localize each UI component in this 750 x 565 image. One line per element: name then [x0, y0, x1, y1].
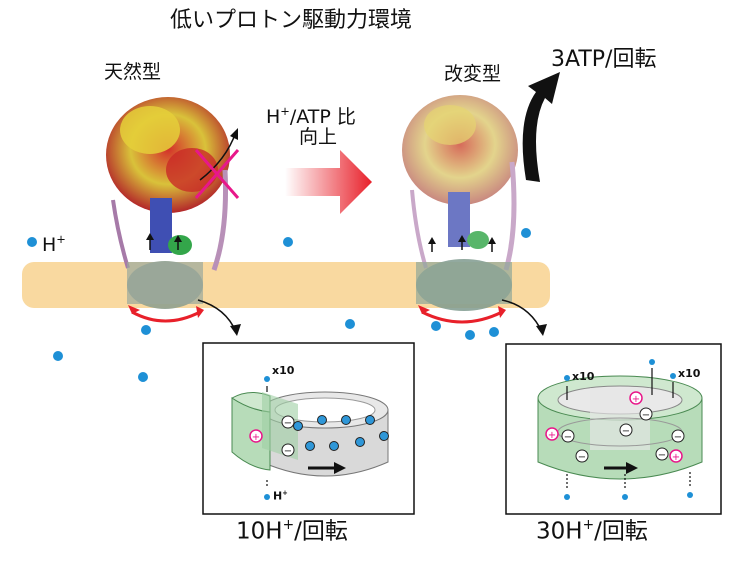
diagram-title: 低いプロトン駆動力環境: [170, 8, 413, 33]
wild-type-label: 天然型: [104, 61, 162, 83]
svg-text:−: −: [674, 432, 682, 443]
svg-text:+: +: [672, 452, 680, 463]
modified-atp-synthase: [402, 72, 560, 336]
rotation-label-right: 30H+/回転: [536, 517, 648, 545]
multiplier-right-b: x10: [678, 367, 701, 380]
ratio-label-line1: H+/ATP 比: [266, 104, 356, 128]
atp-per-rotation-label: 3ATP/回転: [551, 47, 657, 72]
svg-text:+: +: [252, 432, 260, 443]
cross-mark: [194, 149, 240, 199]
proton-dots: [27, 228, 531, 382]
svg-text:−: −: [578, 452, 586, 463]
svg-text:+: +: [548, 430, 556, 441]
svg-text:−: −: [658, 450, 666, 461]
svg-text:−: −: [564, 432, 572, 443]
inset-left: + − −: [202, 342, 415, 515]
multiplier-left: x10: [272, 364, 295, 377]
svg-text:−: −: [642, 410, 650, 421]
rotation-label-left: 10H+/回転: [236, 517, 348, 545]
svg-text:+: +: [632, 394, 640, 405]
svg-text:−: −: [622, 426, 630, 437]
improvement-arrow: [285, 150, 372, 214]
ratio-label-line2: 向上: [299, 126, 338, 148]
modified-label: 改変型: [444, 63, 502, 85]
svg-text:−: −: [284, 446, 292, 457]
wild-type-atp-synthase: [106, 97, 241, 336]
proton-label: H+: [42, 232, 66, 256]
svg-text:−: −: [284, 418, 292, 429]
proton-left-inset: H+: [273, 489, 288, 503]
multiplier-right-a: x10: [572, 370, 595, 383]
inset-right: + + + −− −− −−: [505, 343, 722, 515]
